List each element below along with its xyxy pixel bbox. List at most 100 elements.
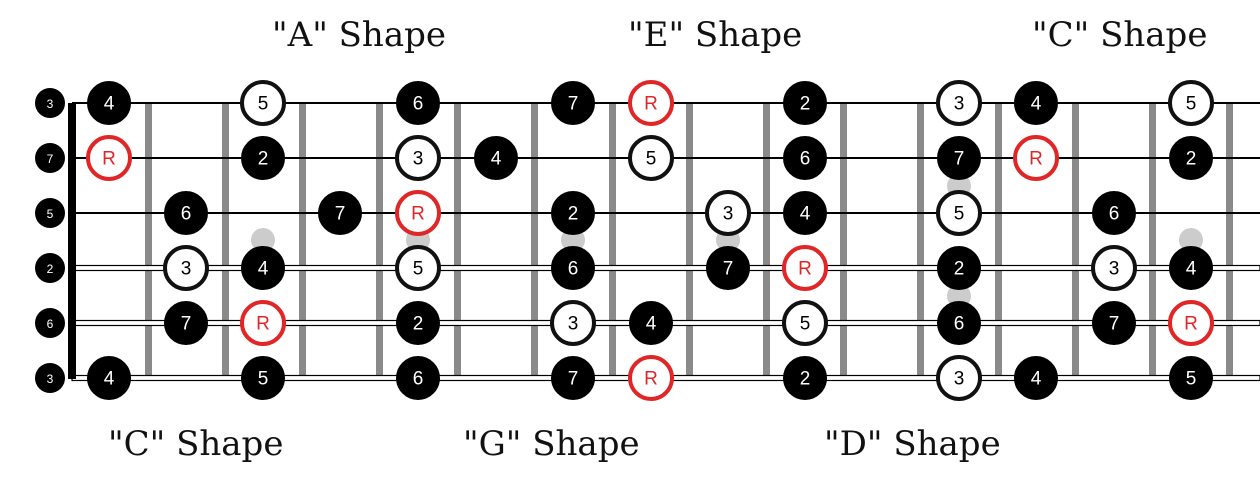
note-circle: [163, 245, 209, 291]
note-label: 4: [1031, 369, 1042, 390]
note-label: 6: [1109, 204, 1120, 225]
fret-line: [840, 103, 847, 379]
note-circle: [1092, 301, 1136, 345]
note-circle: [628, 80, 674, 126]
string-label-badge: [35, 88, 65, 118]
note-root: R: [1013, 135, 1059, 181]
note-circle: [164, 191, 208, 235]
note-label: R: [411, 204, 425, 225]
shape-label-e: "E" Shape: [628, 15, 802, 55]
note-circle: [1168, 300, 1214, 346]
string-label-badge: [35, 143, 65, 173]
note-filled: 7: [318, 191, 362, 235]
note-label: 7: [723, 259, 734, 280]
note-label: 6: [954, 314, 965, 335]
note-circle: [937, 246, 981, 290]
fret-line: [145, 103, 152, 379]
note-label: 7: [568, 94, 579, 115]
note-circle: [87, 81, 131, 125]
inlay-dot: [1179, 228, 1203, 252]
note-circle: [783, 356, 827, 400]
note-label: 2: [568, 204, 579, 225]
nut: [68, 103, 76, 379]
note-label: 7: [954, 149, 965, 170]
note-hollow: 3: [550, 300, 596, 346]
note-label: 7: [335, 204, 346, 225]
note-circle: [1169, 246, 1213, 290]
note-root: R: [86, 135, 132, 181]
string-label-text: 3: [47, 372, 54, 386]
note-circle: [782, 300, 828, 346]
note-filled: 7: [937, 136, 981, 180]
note-circle: [705, 190, 751, 236]
note-circle: [474, 136, 518, 180]
note-label: 4: [491, 149, 502, 170]
string-label-badge: [35, 198, 65, 228]
note-label: 5: [954, 204, 965, 225]
note-circle: [783, 136, 827, 180]
frets: [145, 103, 1233, 379]
note-hollow: 3: [163, 245, 209, 291]
note-filled: 4: [474, 136, 518, 180]
note-circle: [1014, 81, 1058, 125]
note-circle: [783, 81, 827, 125]
note-filled: 7: [164, 301, 208, 345]
note-circle: [551, 191, 595, 235]
note-filled: 2: [396, 301, 440, 345]
fret-line: [1226, 103, 1233, 379]
note-filled: 7: [551, 81, 595, 125]
note-filled: 4: [87, 81, 131, 125]
note-label: 2: [800, 369, 811, 390]
note-label: 2: [413, 314, 424, 335]
note-hollow: 3: [936, 80, 982, 126]
note-filled: 6: [396, 81, 440, 125]
note-hollow: 5: [395, 245, 441, 291]
note-label: 7: [181, 314, 192, 335]
note-circle: [706, 246, 750, 290]
note-label: 6: [568, 259, 579, 280]
note-circle: [87, 356, 131, 400]
note-filled: 4: [1014, 356, 1058, 400]
note-label: R: [102, 149, 116, 170]
note-label: R: [1029, 149, 1043, 170]
note-label: 2: [800, 94, 811, 115]
note-label: 5: [258, 94, 269, 115]
note-label: 3: [181, 259, 192, 280]
note-root: R: [628, 80, 674, 126]
shape-label-g: "G" Shape: [463, 424, 640, 464]
note-circle: [551, 246, 595, 290]
note-circle: [395, 135, 441, 181]
note-circle: [395, 190, 441, 236]
note-filled: 2: [783, 81, 827, 125]
note-circle: [396, 81, 440, 125]
note-label: 5: [258, 369, 269, 390]
shape-label-a: "A" Shape: [272, 15, 446, 55]
note-label: 3: [954, 369, 965, 390]
note-filled: 6: [164, 191, 208, 235]
note-hollow: 3: [395, 135, 441, 181]
note-circle: [782, 245, 828, 291]
inlay-dot: [251, 228, 275, 252]
fret-line: [609, 103, 616, 379]
note-circle: [783, 191, 827, 235]
note-filled: 2: [783, 356, 827, 400]
note-label: 5: [1186, 369, 1197, 390]
note-label: 2: [954, 259, 965, 280]
note-hollow: 3: [705, 190, 751, 236]
note-filled: 2: [937, 246, 981, 290]
note-label: 5: [800, 314, 811, 335]
note-label: R: [1184, 314, 1198, 335]
note-label: R: [798, 259, 812, 280]
note-circle: [937, 301, 981, 345]
fret-line: [917, 103, 924, 379]
note-circle: [1168, 80, 1214, 126]
note-hollow: 5: [936, 190, 982, 236]
note-filled: 6: [1092, 191, 1136, 235]
note-root: R: [240, 300, 286, 346]
note-filled: 5: [241, 356, 285, 400]
note-filled: 2: [1169, 136, 1213, 180]
note-filled: 4: [629, 301, 673, 345]
note-circle: [1014, 356, 1058, 400]
